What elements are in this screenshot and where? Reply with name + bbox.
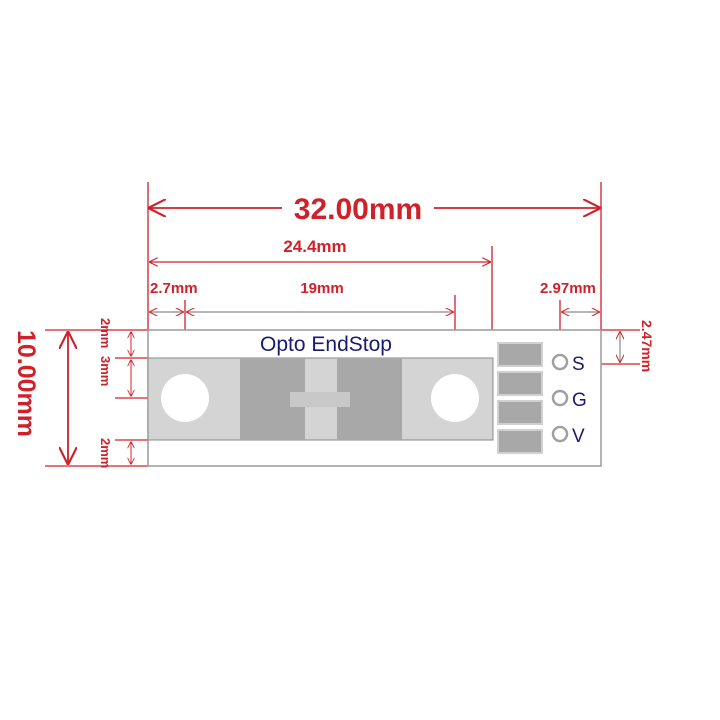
dimension-total-width: 32.00mm xyxy=(150,193,599,226)
right-margin-label: 2.97mm xyxy=(540,280,596,297)
pin-s-circle-icon xyxy=(551,353,569,371)
connector-pads xyxy=(497,342,543,454)
total-height-label: 10.00mm xyxy=(12,330,40,437)
dimension-slot-span: 19mm xyxy=(187,280,453,312)
extension-lines xyxy=(45,182,640,467)
pin-v-circle-icon xyxy=(551,425,569,443)
top-margin-label: 2mm xyxy=(98,318,113,348)
bottom-margin-label: 2mm xyxy=(98,438,113,468)
pcb-board: Opto EndStop S G V xyxy=(147,329,602,467)
pin-v-label: V xyxy=(572,426,585,447)
dimension-left-offset: 2.7mm xyxy=(150,280,198,312)
right-top-offset-label: 2.47mm xyxy=(639,320,655,372)
dimension-hole-span: 24.4mm xyxy=(150,237,490,262)
total-width-label: 32.00mm xyxy=(294,193,422,226)
hole-span-label: 24.4mm xyxy=(283,237,346,256)
sensor-body xyxy=(147,357,494,441)
board-title: Opto EndStop xyxy=(260,333,392,356)
mounting-hole-right xyxy=(431,374,479,422)
pin-labels: S G V xyxy=(551,353,587,447)
dimension-right-margin: 2.97mm xyxy=(540,280,599,312)
hole-offset-label: 3mm xyxy=(98,356,113,386)
dimension-small-verticals: 2mm 3mm 2mm xyxy=(98,318,131,468)
left-offset-label: 2.7mm xyxy=(150,280,198,297)
dimension-total-height: 10.00mm xyxy=(12,330,68,463)
mounting-hole-left xyxy=(161,374,209,422)
pin-g-circle-icon xyxy=(551,389,569,407)
dimension-right-top-offset: 2.47mm xyxy=(620,320,655,372)
pin-s-label: S xyxy=(572,354,585,375)
pin-g-label: G xyxy=(572,390,587,411)
slot-span-label: 19mm xyxy=(300,280,343,297)
